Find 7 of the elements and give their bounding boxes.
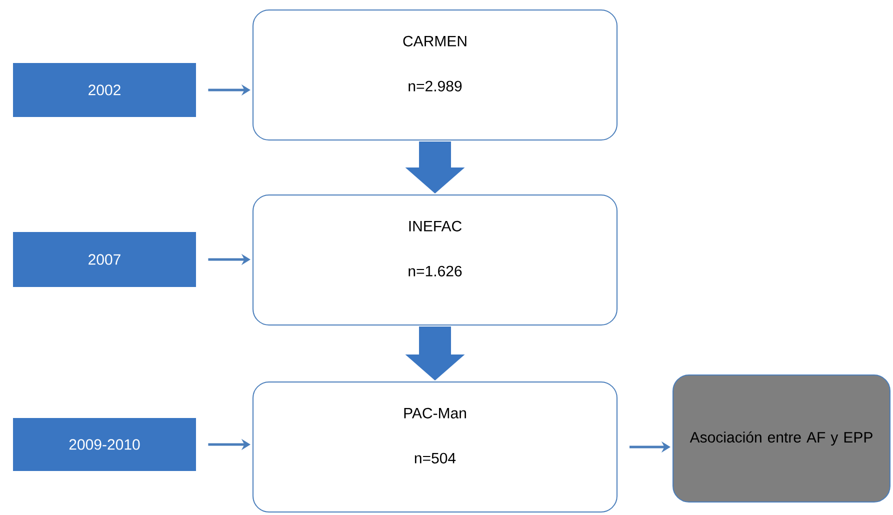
study-box: INEFAC n=1.626 (252, 194, 618, 326)
study-box: CARMEN n=2.989 (252, 10, 618, 140)
year-box: 2002 (13, 63, 196, 117)
result-box: Asociación entre AF y EPP (672, 374, 890, 502)
year-box: 2009-2010 (13, 418, 196, 471)
year-box: 2007 (13, 232, 196, 287)
study-box: PAC-Man n=504 (252, 382, 618, 512)
